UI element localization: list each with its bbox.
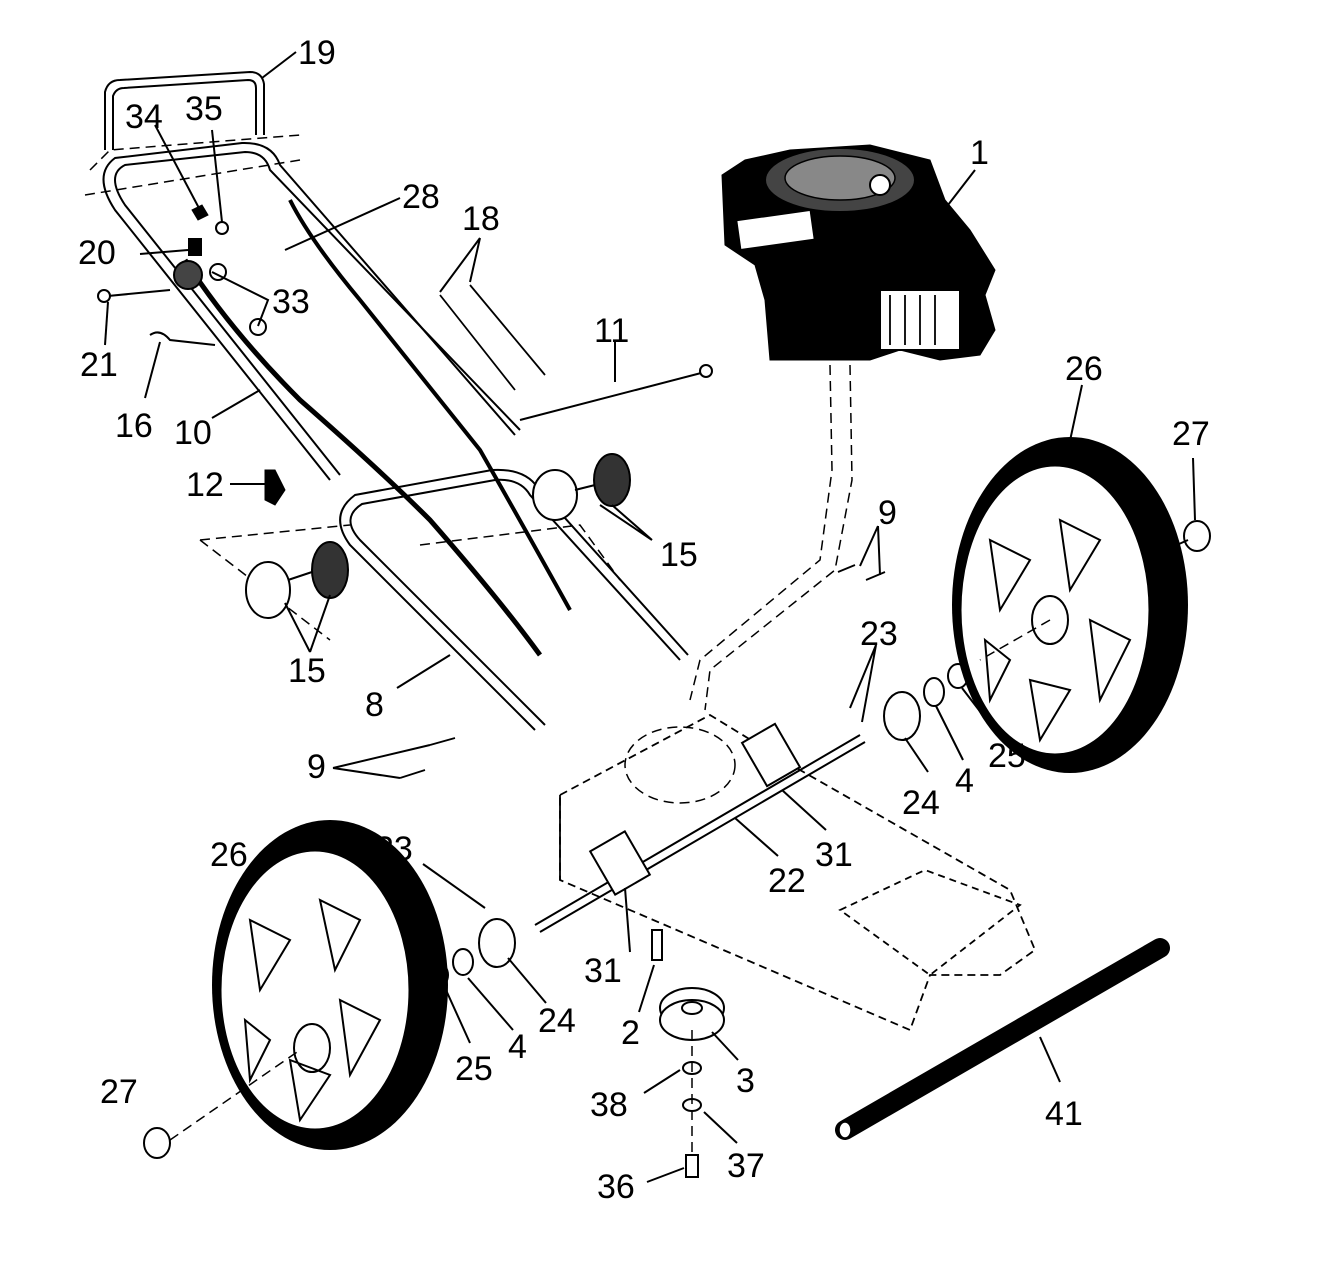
label-15-upper: 15 <box>660 536 698 574</box>
label-19: 19 <box>298 34 336 72</box>
label-21: 21 <box>80 346 118 384</box>
engine-part-1 <box>721 144 996 361</box>
label-24-right: 24 <box>902 784 940 822</box>
label-9-upper: 9 <box>878 494 897 532</box>
axle-part-22 <box>534 722 866 933</box>
label-10: 10 <box>174 414 212 452</box>
label-31-left: 31 <box>584 952 622 990</box>
label-28: 28 <box>402 178 440 216</box>
lower-handle-part-8 <box>199 468 689 731</box>
wheel-left-part-26 <box>212 820 448 1150</box>
axle-spacers <box>427 663 969 988</box>
label-27-left: 27 <box>100 1073 138 1111</box>
label-25-left: 25 <box>455 1050 493 1088</box>
label-34: 34 <box>125 98 163 136</box>
cable-part-28 <box>288 199 572 611</box>
label-2: 2 <box>621 1014 640 1052</box>
pulley-part-3 <box>659 987 725 1041</box>
leader-lines <box>104 51 1196 1183</box>
label-25-right: 25 <box>988 737 1026 775</box>
label-4-right: 4 <box>955 762 974 800</box>
label-33: 33 <box>272 283 310 321</box>
label-23-lower: 23 <box>375 830 413 868</box>
label-20: 20 <box>78 234 116 272</box>
label-38: 38 <box>590 1086 628 1124</box>
label-1: 1 <box>970 134 989 172</box>
label-31-right: 31 <box>815 836 853 874</box>
label-37: 37 <box>727 1147 765 1185</box>
knob-assembly-upper-part-15 <box>532 453 631 521</box>
label-36: 36 <box>597 1168 635 1206</box>
bolt-part-2 <box>651 929 663 961</box>
upper-handle-part-19 <box>84 70 301 196</box>
label-15-lower: 15 <box>288 652 326 690</box>
label-4-left: 4 <box>508 1028 527 1066</box>
label-12: 12 <box>186 466 224 504</box>
wheel-right-part-26 <box>952 437 1188 773</box>
label-16: 16 <box>115 407 153 445</box>
label-11: 11 <box>594 312 629 350</box>
hub-nut-left-part-27 <box>143 1127 171 1159</box>
hub-nut-right-part-27 <box>1183 520 1211 552</box>
label-23-upper: 23 <box>860 615 898 653</box>
label-26-right: 26 <box>1065 350 1103 388</box>
roller-bar-part-41 <box>835 938 1170 1140</box>
part-labels: 19 34 35 28 18 1 20 33 21 11 16 10 26 27… <box>78 34 1210 1206</box>
handle-part-10 <box>102 141 521 481</box>
label-18: 18 <box>462 200 500 238</box>
label-41: 41 <box>1045 1095 1083 1133</box>
label-26-left: 26 <box>210 836 248 874</box>
bolt-part-36 <box>685 1154 699 1178</box>
label-27-right: 27 <box>1172 415 1210 453</box>
knob-assembly-lower-part-15 <box>245 541 349 619</box>
label-9-lower: 9 <box>307 748 326 786</box>
label-8: 8 <box>365 686 384 724</box>
label-3: 3 <box>736 1062 755 1100</box>
label-22: 22 <box>768 862 806 900</box>
label-24-left: 24 <box>538 1002 576 1040</box>
label-35: 35 <box>185 90 223 128</box>
